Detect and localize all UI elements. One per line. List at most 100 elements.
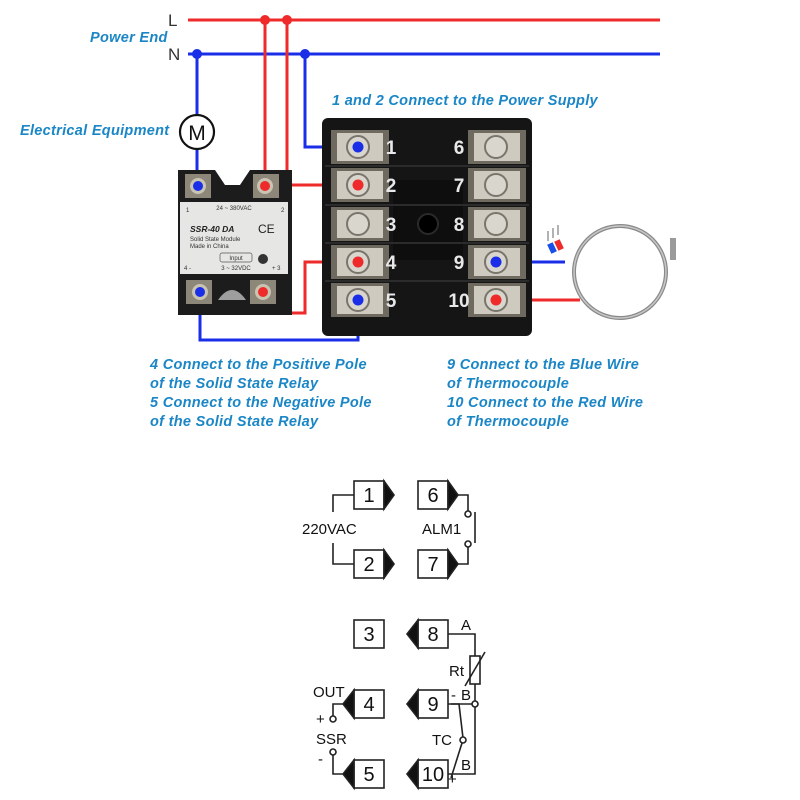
motor: Electrical Equipment M [20, 113, 216, 151]
note-right-3: 10 Connect to the Red Wire [447, 395, 643, 411]
ssr-dc-rating: 3 ~ 32VDC [221, 266, 251, 272]
schematic-labels: 1 2 3 4 5 6 7 8 9 10 220VAC ALM1 OUT + S… [302, 485, 471, 788]
controller-terminal-1: 1 [331, 130, 397, 164]
ssr-model: SSR-40 DA [190, 224, 234, 234]
terminal-number: 8 [454, 215, 465, 236]
ssr-terminal-1-label: 1 [186, 208, 190, 214]
controller-terminal-5: 5 [331, 283, 397, 317]
sch-num-1: 1 [363, 485, 374, 507]
terminal-number: 5 [386, 291, 397, 312]
terminal-number: 3 [386, 215, 397, 236]
terminal-number: 9 [454, 253, 465, 274]
line-label: L [168, 11, 177, 30]
terminal-number: 2 [386, 176, 397, 197]
note-right-1: 9 Connect to the Blue Wire [447, 357, 639, 373]
left-terminal-column: 1 2 3 4 5 [331, 130, 397, 317]
schematic-terminal-7 [417, 547, 459, 581]
note-right-2: of Thermocouple [447, 376, 569, 392]
sch-b-label-2: B [461, 757, 471, 774]
wire-dot [352, 179, 364, 191]
controller-caption: 1 and 2 Connect to the Power Supply [332, 93, 599, 109]
controller-terminal-10: 10 [448, 283, 526, 317]
power-rails: L N Power End [90, 11, 660, 64]
sch-out-label: OUT [313, 684, 345, 701]
sch-220vac-label: 220VAC [302, 521, 357, 538]
ssr-input-box [219, 252, 253, 263]
sch-num-6: 6 [427, 485, 438, 507]
ssr-subtitle: Solid State Module [190, 237, 241, 243]
terminal-number: 4 [386, 253, 397, 274]
schematic-terminal-4 [341, 687, 385, 721]
schematic-terminal-3 [353, 619, 385, 649]
wire-dot [258, 287, 268, 297]
ssr-mount-hole [218, 290, 246, 300]
controller-center-hole [417, 213, 439, 235]
schematic-terminal-2 [353, 547, 395, 581]
controller-terminal-8: 8 [454, 207, 526, 241]
sch-num-8: 8 [427, 624, 438, 646]
schematic-terminal-10 [405, 757, 449, 791]
ssr-terminal-2-label: 2 [281, 208, 285, 214]
thermocouple [547, 224, 676, 320]
screw-icon [484, 173, 508, 197]
tc-blue-lug [547, 242, 557, 254]
sch-num-7: 7 [427, 554, 438, 576]
sch-tc-label: TC [432, 732, 452, 749]
controller-terminal-3: 3 [331, 207, 396, 241]
solid-state-relay: 1 2 24 ~ 380VAC SSR-40 DA CE Solid State… [178, 170, 292, 315]
sch-ssr-label: SSR [316, 731, 347, 748]
tc-red-lug [554, 239, 564, 251]
right-terminal-column: 6 7 8 9 10 [448, 130, 526, 317]
neutral-label: N [168, 45, 180, 64]
sch-ssr-plus: + [316, 711, 325, 728]
wire-dot [490, 256, 502, 268]
screw-icon [346, 212, 370, 236]
ssr-terminal-4-label: 4 - [184, 266, 191, 272]
sch-b-label-1: B [461, 687, 471, 704]
note-left-4: of the Solid State Relay [150, 414, 319, 430]
sch-num-3: 3 [363, 624, 374, 646]
wire-dot [490, 294, 502, 306]
terminal-number: 6 [454, 138, 465, 159]
wire-dot [195, 287, 205, 297]
ssr-led-icon [258, 254, 268, 264]
sch-num-10: 10 [422, 764, 444, 786]
motor-symbol: M [188, 122, 206, 145]
controller-terminal-9: 9 [454, 245, 526, 279]
sch-ssr-minus: - [318, 751, 323, 768]
note-right-4: of Thermocouple [447, 414, 569, 430]
sch-alm1-label: ALM1 [422, 521, 461, 538]
sch-tc-minus: - [451, 687, 456, 704]
screw-icon [484, 135, 508, 159]
terminal-number: 1 [386, 138, 397, 159]
controller-terminal-4: 4 [331, 245, 397, 279]
notes: 4 Connect to the Positive Pole of the So… [149, 357, 643, 430]
schematic-terminal-9 [405, 687, 449, 721]
controller-terminal-block: 1 and 2 Connect to the Power Supply 1 2 3 4… [322, 93, 599, 336]
thermocouple-probe [670, 238, 676, 260]
terminal-number: 7 [454, 176, 465, 197]
note-left-1: 4 Connect to the Positive Pole [149, 357, 367, 373]
wire-dot [352, 141, 364, 153]
wire-dot [260, 181, 270, 191]
controller-terminal-6: 6 [454, 130, 526, 164]
ssr-input-label: Input [229, 256, 243, 262]
sch-a-label: A [461, 617, 471, 634]
wire-dot [352, 256, 364, 268]
schematic-terminal-5 [341, 757, 385, 791]
sch-tc-plus: + [448, 771, 457, 788]
motor-icon [178, 113, 216, 151]
ssr-ac-rating: 24 ~ 380VAC [216, 206, 252, 212]
sch-num-5: 5 [363, 764, 374, 786]
sch-num-9: 9 [427, 694, 438, 716]
equipment-label: Electrical Equipment [20, 123, 170, 139]
sch-rt-label: Rt [449, 663, 465, 680]
schematic-terminal-1 [353, 478, 395, 512]
schematic [329, 478, 486, 791]
ssr-made-in: Made in China [190, 244, 229, 250]
terminal-number: 10 [448, 291, 469, 312]
sch-num-2: 2 [363, 554, 374, 576]
ce-mark: CE [258, 222, 275, 236]
controller-terminal-2: 2 [331, 168, 396, 202]
